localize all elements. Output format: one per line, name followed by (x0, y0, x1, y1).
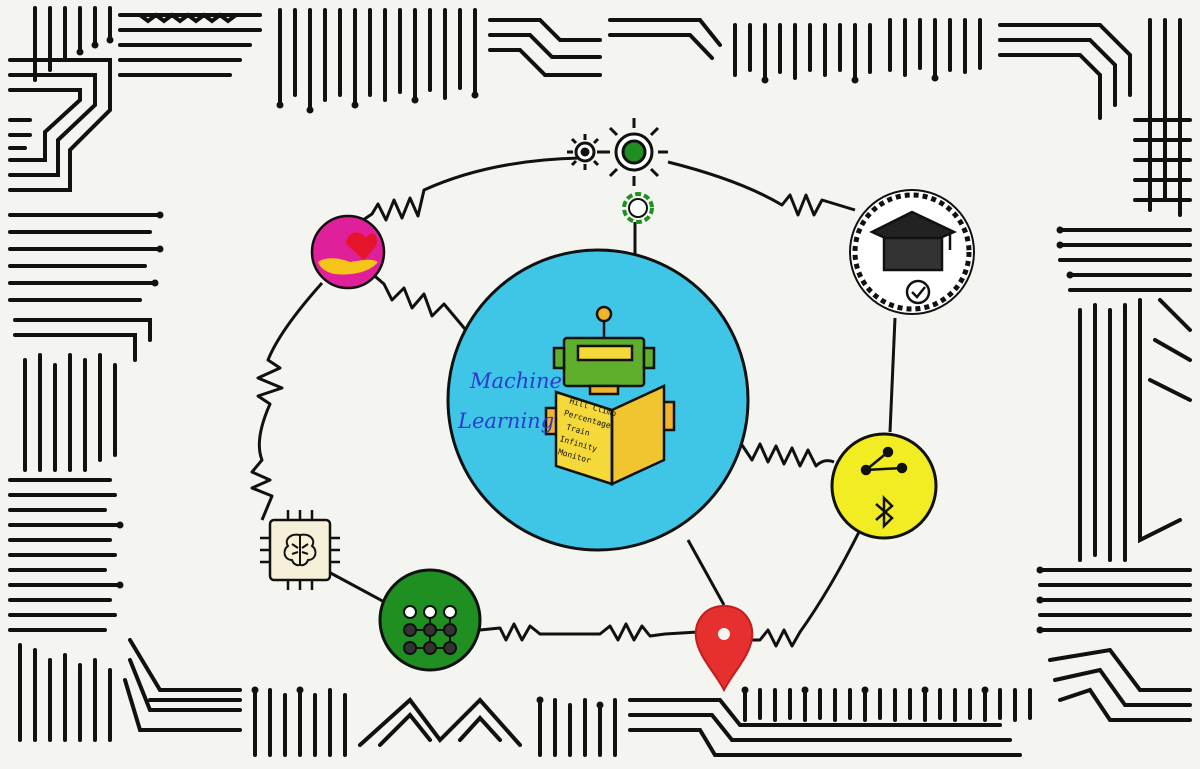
connector-dots-pin (479, 622, 699, 642)
small-gear (567, 134, 603, 170)
gears-icon (567, 118, 668, 224)
title-machine: Machine (469, 369, 562, 393)
connector-chip-dots (324, 568, 391, 607)
border-top-left (8, 6, 262, 192)
connector-graduation-yellow (888, 317, 897, 433)
dot-grid-icon (403, 605, 457, 655)
connector-handheart-gears (359, 156, 581, 224)
connector-handheart-chip (250, 282, 324, 521)
brain-chip-icon (260, 510, 340, 590)
border-top (278, 8, 982, 112)
graduation-node (849, 189, 975, 315)
connector-handheart-central (369, 270, 472, 336)
map-pin-icon (694, 604, 754, 693)
large-gear (600, 118, 668, 186)
bluetooth-node (830, 432, 938, 540)
border-top-right (998, 18, 1192, 217)
border-pins (76, 36, 1074, 709)
central-node: Hill Climb Percentage Train Infinity Mon… (446, 248, 750, 552)
bluetooth-icon (875, 494, 894, 530)
dot-grid-node (378, 568, 482, 672)
robot-icon (544, 305, 676, 436)
border-right (1038, 228, 1192, 722)
graduation-cap-icon (869, 210, 958, 272)
share-icon (860, 446, 908, 476)
border-bottom (253, 688, 1032, 757)
book-icon (554, 384, 666, 486)
border-left (8, 213, 242, 742)
hand-heart-icon (318, 232, 378, 275)
brain-icon (283, 533, 317, 567)
title-learning: Learning (457, 409, 554, 433)
hand-heart-node (310, 214, 386, 290)
connector-gears-graduation (667, 160, 856, 217)
connector-central-yellow (740, 442, 835, 468)
connectors (250, 156, 897, 648)
check-circle-icon (905, 279, 931, 305)
circuit-border (8, 6, 1192, 757)
central-circle (446, 248, 750, 552)
connector-pin-yellow (750, 529, 862, 648)
connector-central-pin (686, 539, 726, 606)
